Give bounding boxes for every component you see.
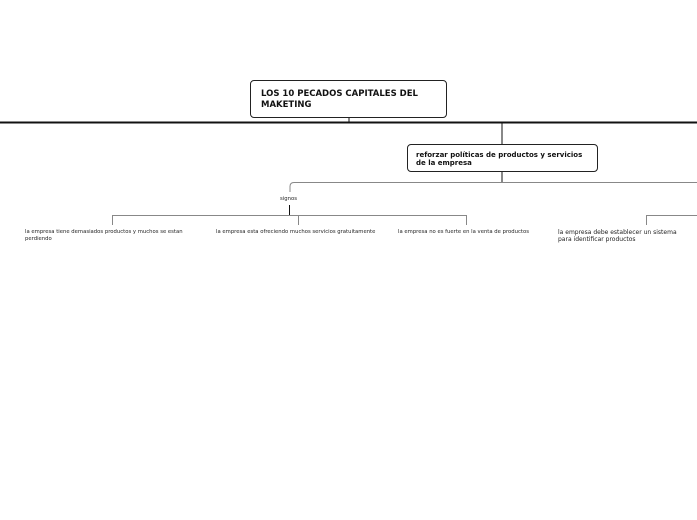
branch-topic-title: reforzar políticas de productos y servic… [416, 151, 583, 167]
leaf-topic[interactable]: la empresa esta ofreciendo muchos servic… [216, 229, 376, 235]
root-topic-title: LOS 10 PECADOS CAPITALES DEL MAKETING [261, 89, 418, 110]
group-label-signos[interactable]: signos [280, 196, 297, 202]
leaf-topic[interactable]: la empresa tiene demasiados productos y … [25, 229, 183, 242]
leaf-topic[interactable]: la empresa no es fuerte en la venta de p… [398, 229, 529, 235]
branch-topic[interactable]: reforzar políticas de productos y servic… [407, 144, 598, 172]
leaf-topic[interactable]: la empresa debe establecer un sistema pa… [558, 229, 677, 243]
root-topic[interactable]: LOS 10 PECADOS CAPITALES DEL MAKETING [250, 80, 447, 118]
